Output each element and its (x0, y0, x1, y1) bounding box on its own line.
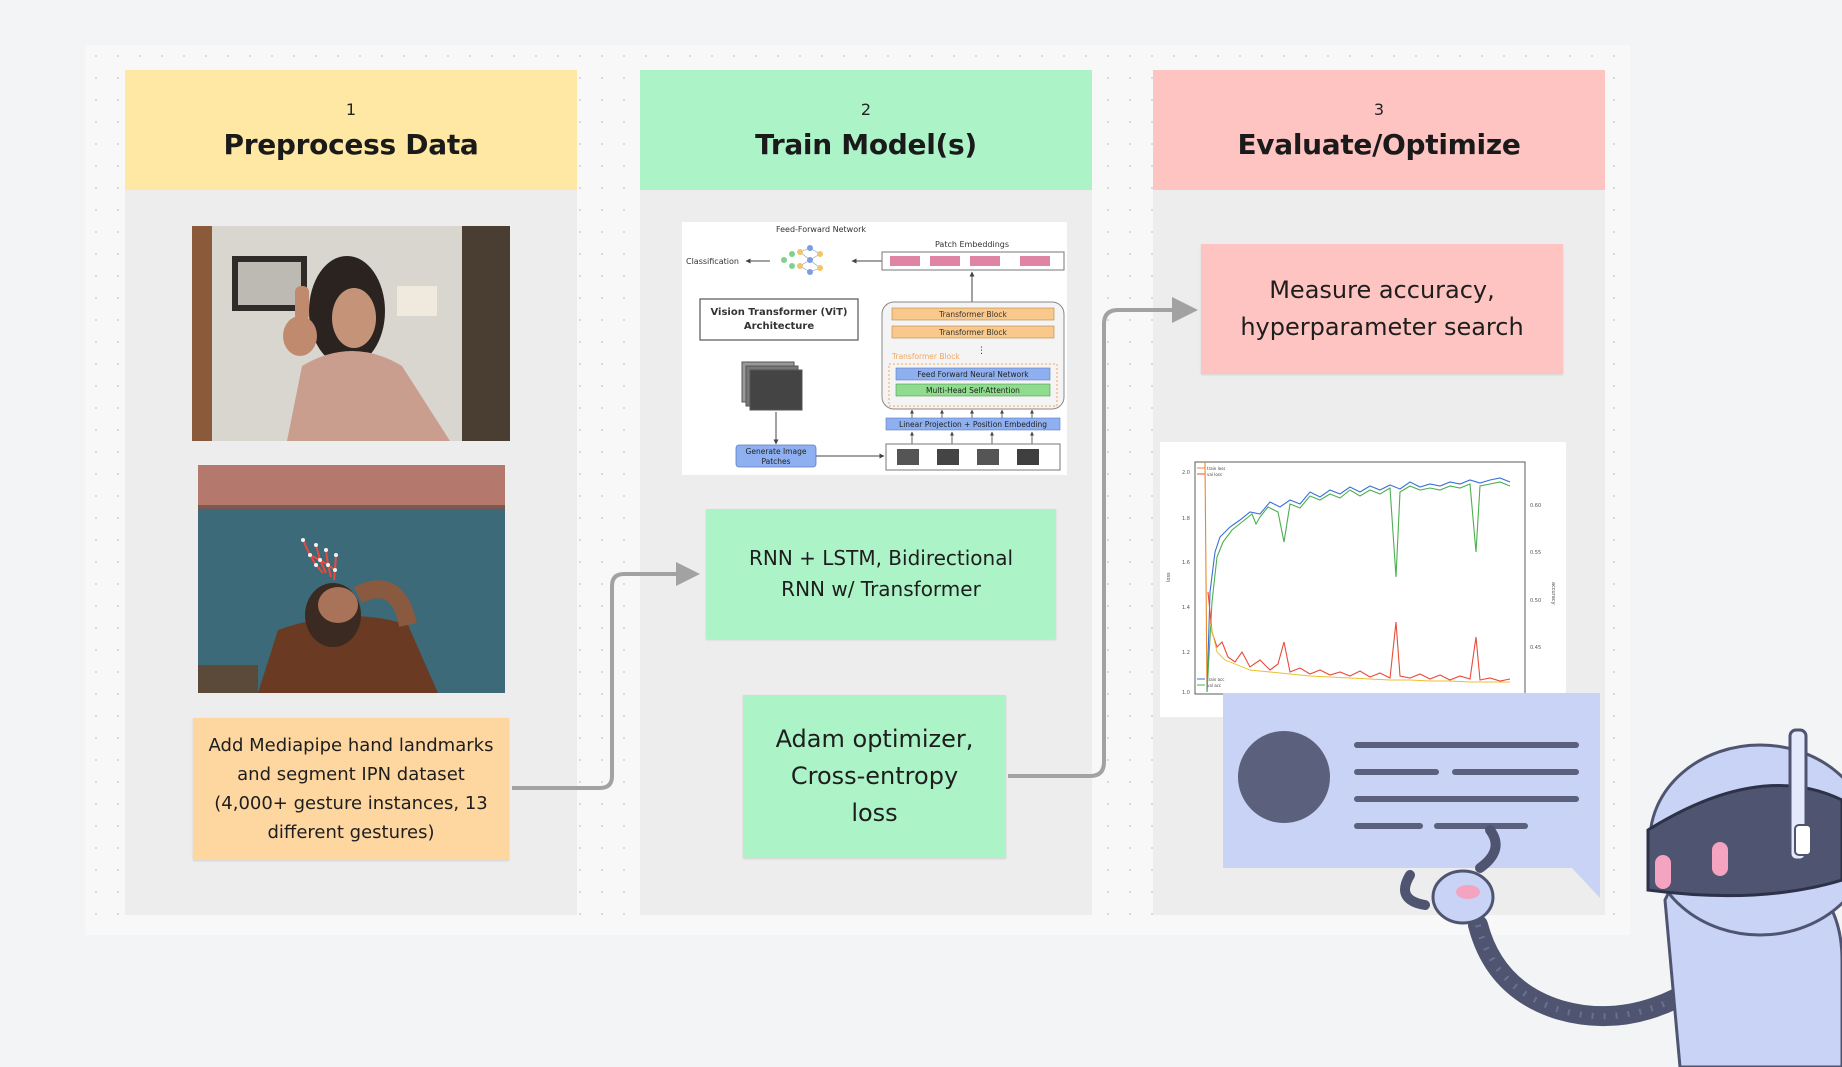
svg-text:1.2: 1.2 (1182, 650, 1190, 656)
ffn-network-icon (781, 245, 823, 275)
column-header-preprocess: 1 Preprocess Data (125, 70, 577, 190)
transformer-block-1: Transformer Block (938, 310, 1007, 319)
note-text: Adam optimizer, Cross-entropy loss (775, 725, 974, 827)
vit-architecture-diagram: Feed-Forward Network Classification Patc… (682, 222, 1067, 475)
svg-text:⋮: ⋮ (977, 346, 986, 356)
step-title: Preprocess Data (223, 128, 479, 161)
step-number: 2 (860, 100, 872, 119)
svg-text:val loss: val loss (1207, 472, 1222, 477)
transformer-block-2: Transformer Block (938, 328, 1007, 337)
svg-text:val acc: val acc (1207, 683, 1221, 688)
step-number: 3 (1373, 100, 1385, 119)
step-title: Evaluate/Optimize (1237, 128, 1521, 161)
svg-text:0.50: 0.50 (1530, 598, 1541, 604)
svg-text:train acc: train acc (1207, 677, 1224, 682)
column-header-evaluate: 3 Evaluate/Optimize (1153, 70, 1605, 190)
ffn-label: Feed-Forward Network (776, 225, 866, 234)
note-measure[interactable]: Measure accuracy, hyperparameter search (1201, 244, 1563, 374)
svg-text:loss: loss (1166, 572, 1172, 582)
svg-text:Vision Transformer (ViT): Vision Transformer (ViT) (710, 307, 847, 318)
gesture-photo-2 (198, 465, 505, 693)
svg-text:0.60: 0.60 (1530, 503, 1541, 509)
svg-text:Generate Image: Generate Image (746, 447, 807, 456)
note-text: RNN + LSTM, Bidirectional RNN w/ Transfo… (748, 546, 1014, 601)
ffnn-block: Feed Forward Neural Network (917, 370, 1029, 379)
step-title: Train Model(s) (755, 128, 977, 161)
note-preprocess[interactable]: Add Mediapipe hand landmarks and segment… (193, 718, 509, 860)
svg-text:2.0: 2.0 (1182, 470, 1190, 476)
transformer-block-dim: Transformer Block (891, 352, 960, 361)
svg-text:Patches: Patches (761, 457, 790, 466)
mhsa-block: Multi-Head Self-Attention (926, 386, 1020, 395)
svg-text:0.55: 0.55 (1530, 550, 1541, 556)
training-curves-plot: 2.0 1.8 1.6 1.4 1.2 1.0 loss 0.60 0.55 0.50 0.4… (1160, 442, 1566, 717)
step-number: 1 (345, 100, 357, 119)
svg-text:train loss: train loss (1207, 466, 1225, 471)
gesture-photo-1 (192, 226, 510, 441)
classification-label: Classification (686, 257, 739, 266)
image-stack-icon (741, 361, 803, 411)
note-text: Measure accuracy, hyperparameter search (1240, 276, 1524, 341)
note-rnn[interactable]: RNN + LSTM, Bidirectional RNN w/ Transfo… (706, 509, 1056, 639)
svg-text:Architecture: Architecture (744, 321, 814, 332)
note-adam[interactable]: Adam optimizer, Cross-entropy loss (743, 695, 1006, 858)
svg-text:0.45: 0.45 (1530, 645, 1541, 651)
note-text: Add Mediapipe hand landmarks and segment… (208, 735, 494, 843)
svg-text:1.8: 1.8 (1182, 516, 1190, 522)
svg-text:1.0: 1.0 (1182, 690, 1190, 696)
column-header-train: 2 Train Model(s) (640, 70, 1092, 190)
svg-text:accuracy: accuracy (1550, 582, 1556, 605)
linear-projection-block: Linear Projection + Position Embedding (899, 420, 1047, 429)
svg-text:1.4: 1.4 (1182, 605, 1190, 611)
patch-embeddings-label: Patch Embeddings (935, 240, 1009, 249)
svg-text:1.6: 1.6 (1182, 560, 1190, 566)
